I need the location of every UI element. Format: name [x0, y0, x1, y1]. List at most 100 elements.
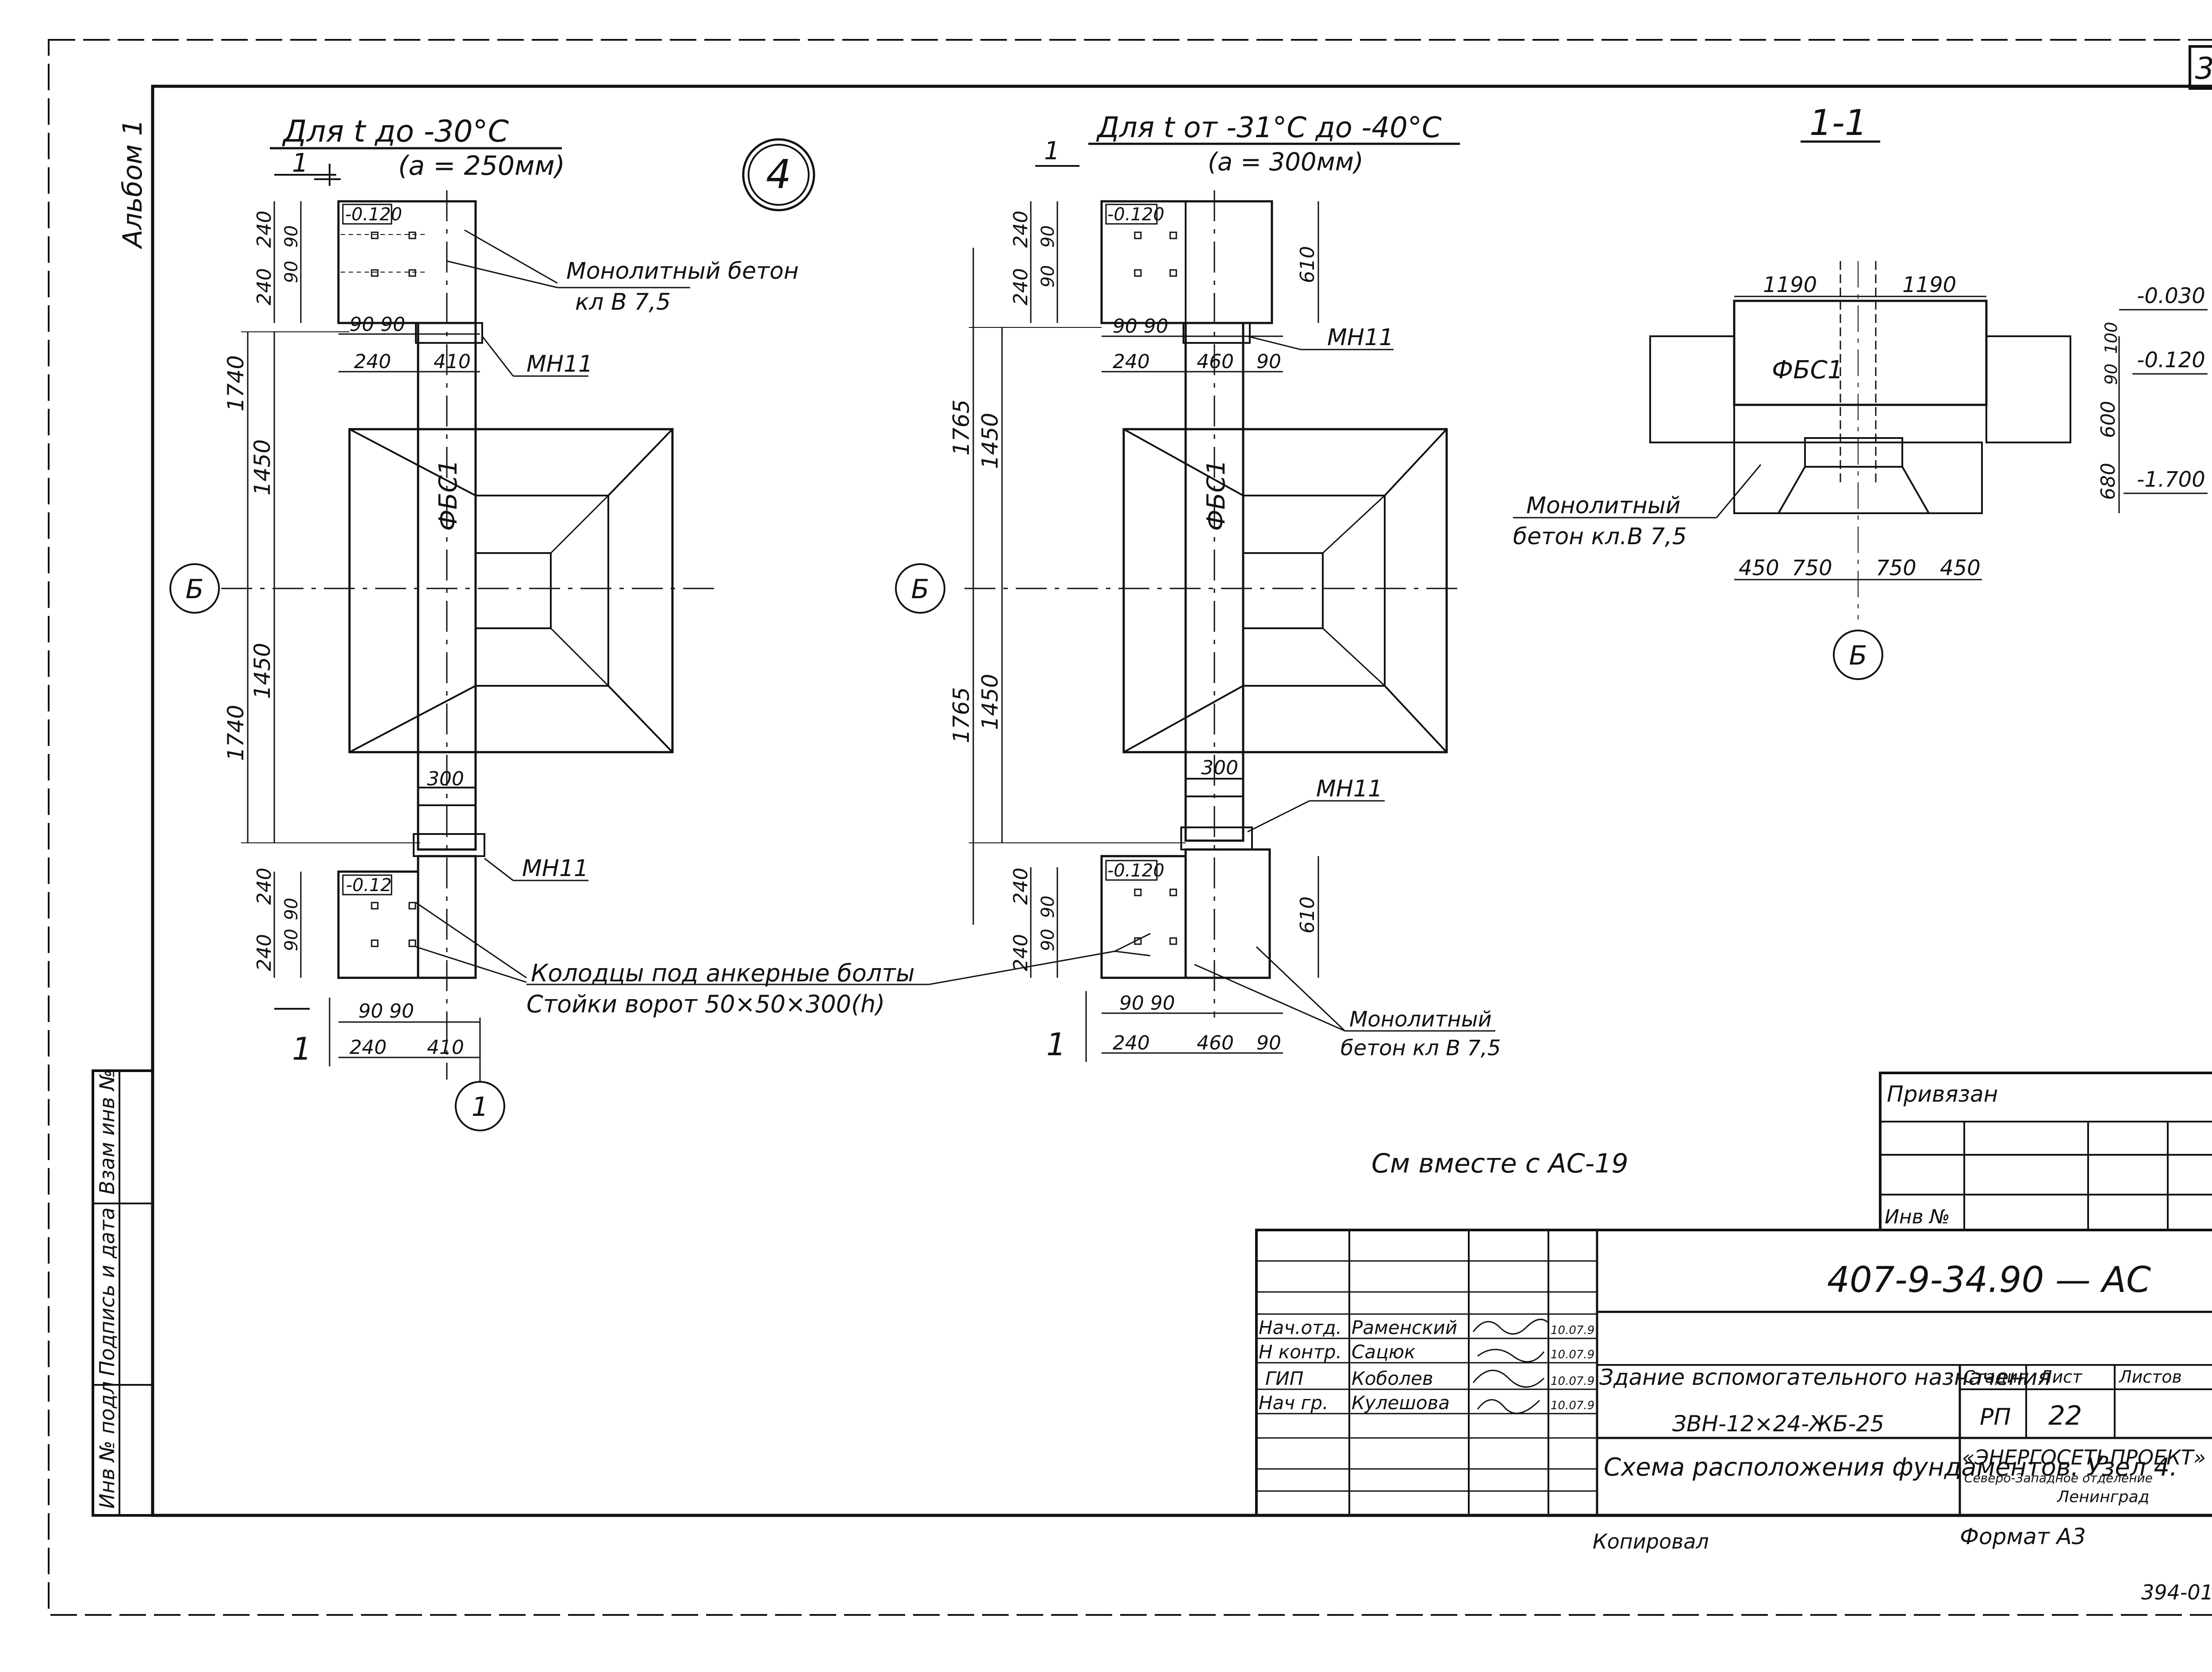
left-dim-bot-240b: 240 [253, 934, 276, 971]
left-mh-bottom: МН11 [522, 855, 588, 882]
left-dim-bot-240: 240 [349, 1036, 387, 1059]
outer-frame [48, 39, 2212, 1616]
right-dim-top-9090: 90 90 [1113, 315, 1168, 338]
section-lvl-030: -0.030 [2137, 284, 2205, 308]
section-v680: 680 [2097, 463, 2120, 500]
section-b450b: 450 [1940, 556, 1981, 580]
right-cut-mark-top: 1 [1044, 137, 1060, 165]
section-title: 1-1 [1809, 102, 1867, 143]
left-dim-1450a: 1450 [250, 439, 275, 496]
left-dim-1450b: 1450 [250, 643, 275, 699]
stamp-date-4: 10.07.9 [1551, 1399, 1594, 1412]
stamp-org-city: Ленинград [2056, 1488, 2149, 1506]
right-subtitle: (a = 300мм) [1208, 148, 1363, 177]
right-cut-mark-bottom: 1 [1046, 1026, 1066, 1063]
right-concrete-note: Монолитный [1349, 1007, 1492, 1032]
left-dim-bot-90b: 90 [281, 929, 302, 951]
section-concrete-class: бетон кл.В 7,5 [1513, 523, 1687, 550]
left-top-block [337, 200, 477, 324]
reference-note: См вместе с АС-19 [1371, 1148, 1628, 1179]
right-dim-90b: 90 [1038, 265, 1058, 288]
stamp-org: «ЭНЕРГОСЕТЬПРОЕКТ» [1962, 1445, 2206, 1469]
right-block-label: ФБС1 [1202, 460, 1231, 531]
right-dim-bot-240b: 240 [1010, 934, 1032, 971]
left-subtitle: (a = 250мм) [398, 150, 565, 181]
left-block-label: ФБС1 [434, 460, 463, 531]
left-dim-bot-410: 410 [427, 1036, 464, 1059]
stamp-role-1: Нач.отд. [1259, 1317, 1342, 1338]
left-dim-bot-90a: 90 [281, 898, 302, 920]
section-1-1: 1-1 ФБС1 1190 1190 -0.030 -0.120 -1.700 … [1513, 102, 2208, 680]
right-dim-1765b: 1765 [949, 687, 974, 743]
right-dim-bot-90: 90 [1256, 1032, 1281, 1054]
margin-note: Альбом 1 [117, 119, 148, 250]
section-lvl-1700: -1.700 [2137, 467, 2205, 492]
section-v600: 600 [2097, 401, 2120, 438]
right-dim-90a: 90 [1038, 225, 1058, 248]
section-concrete-note: Монолитный [1526, 492, 1681, 519]
right-plan: Для t от -31°C до -40°C (a = 300мм) 1 -0… [895, 111, 1501, 1063]
left-dim-240a: 240 [253, 211, 276, 248]
right-footing [1122, 428, 1448, 753]
left-footing [348, 428, 674, 753]
right-dim-610a: 610 [1296, 246, 1319, 283]
left-dim-top-410: 410 [434, 350, 471, 373]
left-dim-top-240: 240 [354, 350, 391, 373]
stamp-name-2: Сацюк [1352, 1341, 1416, 1363]
sheet-number: 35 [2195, 51, 2212, 86]
left-level-bottom: -0.12 [346, 875, 392, 896]
stamp-org-sub: Северо-Западное отделение [1964, 1471, 2153, 1485]
right-dim-bot-90a: 90 [1038, 896, 1058, 918]
stamp-inv-no: Инв № [1885, 1206, 1950, 1228]
detail-mark: 4 [766, 151, 791, 198]
left-concrete-class: кл В 7,5 [575, 289, 671, 315]
right-dim-240b: 240 [1010, 268, 1032, 305]
right-concrete-class: бетон кл В 7,5 [1340, 1036, 1501, 1061]
left-dim-bot-9090: 90 90 [358, 1000, 414, 1022]
stamp-sheet-hdr: Лист [2039, 1367, 2083, 1387]
right-dim-300: 300 [1201, 757, 1238, 779]
stamp-sheets-hdr: Листов [2118, 1367, 2182, 1387]
signature-1 [1472, 1318, 1549, 1335]
left-dim-300: 300 [427, 768, 464, 790]
side-stamp-replace: Взам инв № [95, 1069, 119, 1195]
inner-frame [151, 85, 2212, 1517]
right-level-top: -0.120 [1107, 204, 1164, 225]
section-lvl-120: -0.120 [2137, 348, 2205, 373]
left-dim-1740a: 1740 [223, 355, 249, 411]
stamp-building-title: Здание вспомогательного назначения [1599, 1365, 2051, 1390]
side-stamp: Инв № подл Подпись и дата Взам инв № [92, 1069, 154, 1517]
right-dim-1450b: 1450 [977, 674, 1003, 730]
right-dim-bot-90b: 90 [1038, 929, 1058, 951]
footer-copied: Копировал [1593, 1530, 1709, 1553]
stamp-role-4: Нач гр. [1259, 1392, 1329, 1414]
section-1190b: 1190 [1902, 273, 1956, 297]
stamp-name-3: Коболев [1352, 1368, 1433, 1389]
stamp-role-3: ГИП [1265, 1368, 1303, 1389]
stamp-building-code: ЗВН-12×24-ЖБ-25 [1672, 1411, 1884, 1437]
section-block-label: ФБС1 [1772, 356, 1843, 384]
stamp-drawing-title: Схема расположения фундаментов. Узел 4. [1604, 1453, 2177, 1482]
shared-notes: Колодцы под анкерные болты Стойки ворот … [415, 902, 1151, 1018]
stamp-date-3: 10.07.9 [1551, 1375, 1594, 1388]
stamp-date-2: 10.07.9 [1551, 1348, 1594, 1361]
right-title: Для t от -31°C до -40°C [1096, 111, 1442, 144]
left-dim-240b: 240 [253, 268, 276, 305]
left-cut-mark-top: 1 [292, 148, 308, 178]
stamp-sheet: 22 [2048, 1400, 2082, 1431]
stamp-privyazan: Привязан [1887, 1081, 1998, 1107]
left-title: Для t до -30°C [282, 114, 509, 149]
left-level-top: -0.120 [345, 204, 402, 225]
section-axis-b: Б [1849, 640, 1867, 671]
left-concrete-note: Монолитный бетон [566, 258, 799, 284]
right-axis-b: Б [911, 574, 929, 605]
right-dim-bot-9090: 90 90 [1119, 992, 1175, 1015]
left-dim-90a: 90 [281, 225, 302, 248]
right-dim-1450a: 1450 [977, 413, 1003, 469]
right-mh-bottom: МН11 [1316, 776, 1382, 802]
stamp-name-1: Раменский [1352, 1317, 1457, 1338]
right-dim-1765a: 1765 [949, 400, 974, 456]
right-dim-top-460: 460 [1197, 350, 1234, 373]
stamp-name-4: Кулешова [1352, 1392, 1450, 1414]
